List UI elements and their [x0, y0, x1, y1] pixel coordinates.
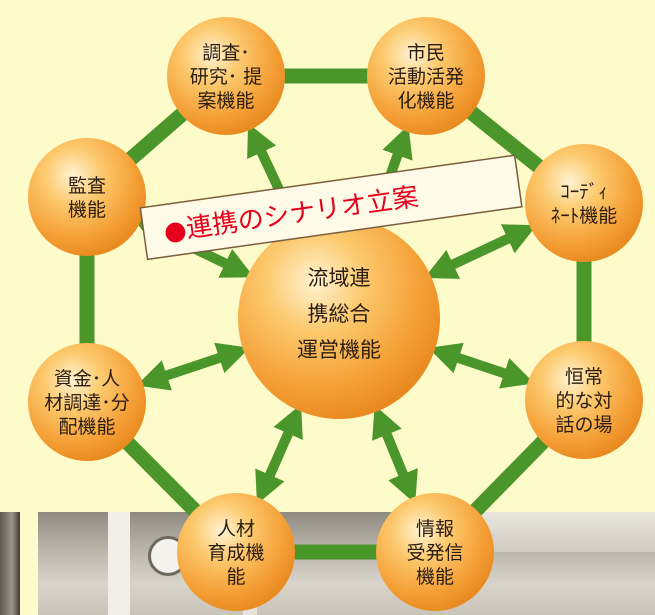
node-label-line: ｺｰﾃﾞｨ — [560, 181, 608, 203]
center-line-2: 携総合 — [308, 302, 371, 326]
node-circle — [525, 144, 643, 262]
node-circle — [376, 493, 494, 611]
photo-window-frame — [108, 512, 130, 615]
banner-box — [139, 154, 523, 261]
node-label-line: 資金･人 — [54, 368, 121, 390]
spoke-arrow-talent — [255, 404, 303, 505]
node-label-line: 活動活発 — [388, 66, 464, 88]
node-label-line: ﾈｰﾄ機能 — [551, 205, 618, 227]
background-photo-left — [0, 512, 20, 615]
center-line-3: 運営機能 — [297, 338, 381, 362]
node-label-line: 材調達･分 — [44, 392, 130, 414]
node-label-line: 恒常 — [565, 366, 603, 388]
center-line-1: 流域連 — [308, 266, 371, 290]
node-circle — [177, 493, 295, 611]
node-label-line: 的な対 — [555, 390, 612, 412]
spoke-arrow-info — [372, 405, 418, 504]
node-label-line: 能 — [226, 566, 245, 588]
node-label-line: 調査･ — [202, 42, 250, 64]
function-nodes: 調査･研究･ 提案機能市民活動活発化機能ｺｰﾃﾞｨﾈｰﾄ機能恒常的な対話の場情報… — [28, 17, 643, 611]
node-label-line: 機能 — [68, 199, 106, 221]
spoke-arrow-dialogue — [428, 342, 535, 389]
node-label-line: 機能 — [416, 566, 454, 588]
node-label-line: 人材 — [217, 518, 255, 540]
node-label-line: 配機能 — [58, 416, 115, 438]
node-label-line: 情報 — [416, 518, 454, 540]
node-label-line: 監査 — [68, 175, 106, 197]
node-label-line: 育成機 — [207, 542, 264, 564]
spoke-arrow-funding — [136, 342, 250, 391]
node-circle — [525, 341, 643, 459]
node-label-line: 市民 — [407, 42, 445, 64]
center-node: 流域連 携総合 運営機能 — [238, 217, 440, 419]
node-circle — [28, 343, 146, 461]
node-circle — [167, 17, 285, 135]
node-circle — [28, 138, 146, 256]
node-label-line: 研究･ 提 — [190, 66, 263, 88]
node-label-line: 化機能 — [397, 90, 454, 112]
node-label-line: 話の場 — [555, 414, 612, 436]
node-label-line: 案機能 — [197, 90, 254, 112]
spoke-arrow-coordinate — [424, 224, 537, 279]
node-circle — [367, 17, 485, 135]
node-label-line: 受発信 — [406, 542, 463, 564]
